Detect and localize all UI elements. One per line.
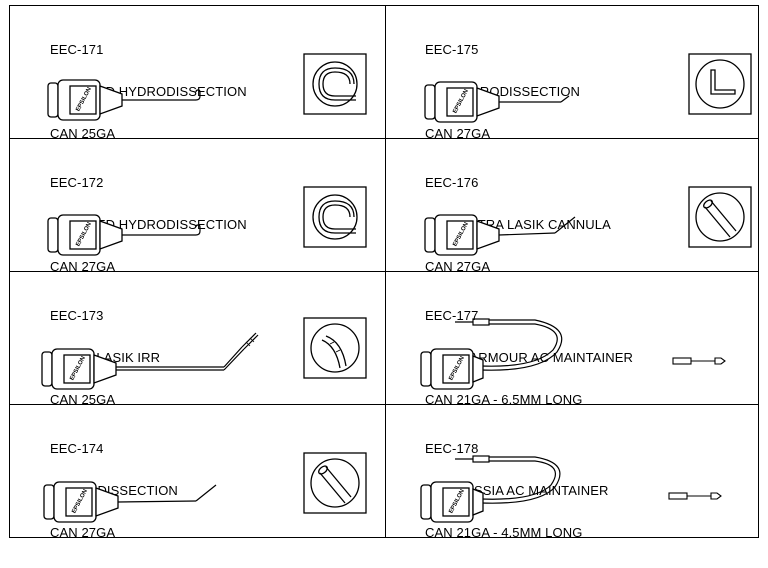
cannula-drawing: EPSILON xyxy=(47,53,367,121)
product-catalog-sheet: EEC-171 J-SHAPED HYDRODISSECTION CAN 25G… xyxy=(9,5,760,540)
syringe-hub xyxy=(424,214,500,256)
cannula-drawing: EPSILON xyxy=(43,452,367,523)
cannula-drawing: EPSILON xyxy=(47,186,367,256)
product-cell-eec-173: EEC-173 GUELL LASIK IRR CAN 25GA EPSILON xyxy=(10,272,385,407)
blade-tip-icon xyxy=(668,492,722,500)
cannula-tip xyxy=(122,89,201,101)
tubing-loop xyxy=(455,455,561,504)
product-cell-eec-174: EEC-174 HYDRODISSECTION CAN 27GA EPSILON xyxy=(10,405,385,540)
product-code: EEC-174 xyxy=(50,441,104,456)
syringe-hub xyxy=(424,81,500,123)
product-code: EEC-173 xyxy=(50,308,104,323)
cannula-tip xyxy=(498,216,576,236)
cannula-drawing: EPSILON xyxy=(41,317,367,390)
cannula-drawing: EPSILON xyxy=(420,318,726,390)
j-curve-icon xyxy=(303,186,367,248)
product-code: EEC-172 xyxy=(50,175,104,190)
j-curve-icon xyxy=(303,53,367,115)
product-code: EEC-178 xyxy=(425,441,479,456)
product-spec: CAN 21GA - 6.5MM LONG xyxy=(425,392,583,407)
cannula-tip xyxy=(122,224,201,236)
product-cell-eec-176: EEC-176 JOHN INTRA LASIK CANNULA CAN 27G… xyxy=(385,139,760,274)
syringe-hub xyxy=(41,348,117,390)
product-code: EEC-175 xyxy=(425,42,479,57)
product-cell-eec-175: EEC-175 KIM HYDRODISSECTION CAN 27GA EPS… xyxy=(385,6,760,141)
column-divider xyxy=(385,6,386,537)
product-spec: CAN 25GA xyxy=(50,392,116,407)
row-divider xyxy=(10,138,758,139)
syringe-hub xyxy=(420,348,484,390)
row-divider xyxy=(10,271,758,272)
tube-end-icon xyxy=(303,452,367,514)
cannula-tip xyxy=(117,484,217,503)
syringe-hub xyxy=(47,79,123,121)
product-spec: CAN 21GA - 4.5MM LONG xyxy=(425,525,583,540)
syringe-hub xyxy=(47,214,123,256)
product-cell-eec-172: EEC-172 J-SHAPED HYDRODISSECTION CAN 27G… xyxy=(10,139,385,274)
product-code: EEC-176 xyxy=(425,175,479,190)
product-spec: CAN 27GA xyxy=(50,259,116,274)
product-code: EEC-171 xyxy=(50,42,104,57)
syringe-hub xyxy=(420,481,484,523)
cannula-drawing: EPSILON xyxy=(420,455,722,523)
product-cell-eec-171: EEC-171 J-SHAPED HYDRODISSECTION CAN 25G… xyxy=(10,6,385,141)
product-cell-eec-177: EEC-177 MICKY ARMOUR AC MAINTAINER CAN 2… xyxy=(385,272,760,407)
curved-tip-icon xyxy=(303,317,367,379)
cannula-drawing: EPSILON xyxy=(424,186,752,256)
syringe-hub xyxy=(43,481,119,523)
product-spec: CAN 27GA xyxy=(425,259,491,274)
product-spec: CAN 27GA xyxy=(425,126,491,141)
tubing-loop xyxy=(455,318,563,371)
cannula-tip xyxy=(499,95,570,103)
l-bend-icon xyxy=(688,53,752,115)
blade-tip-icon xyxy=(672,357,726,365)
product-cell-eec-178: EEC-178 EHUD ASSIA AC MAINTAINER CAN 21G… xyxy=(385,405,760,540)
cannula-tip xyxy=(116,332,259,371)
tube-end-icon xyxy=(688,186,752,248)
product-spec: CAN 25GA xyxy=(50,126,116,141)
product-spec: CAN 27GA xyxy=(50,525,116,540)
row-divider xyxy=(10,404,758,405)
cannula-drawing: EPSILON xyxy=(424,53,752,123)
product-code: EEC-177 xyxy=(425,308,479,323)
